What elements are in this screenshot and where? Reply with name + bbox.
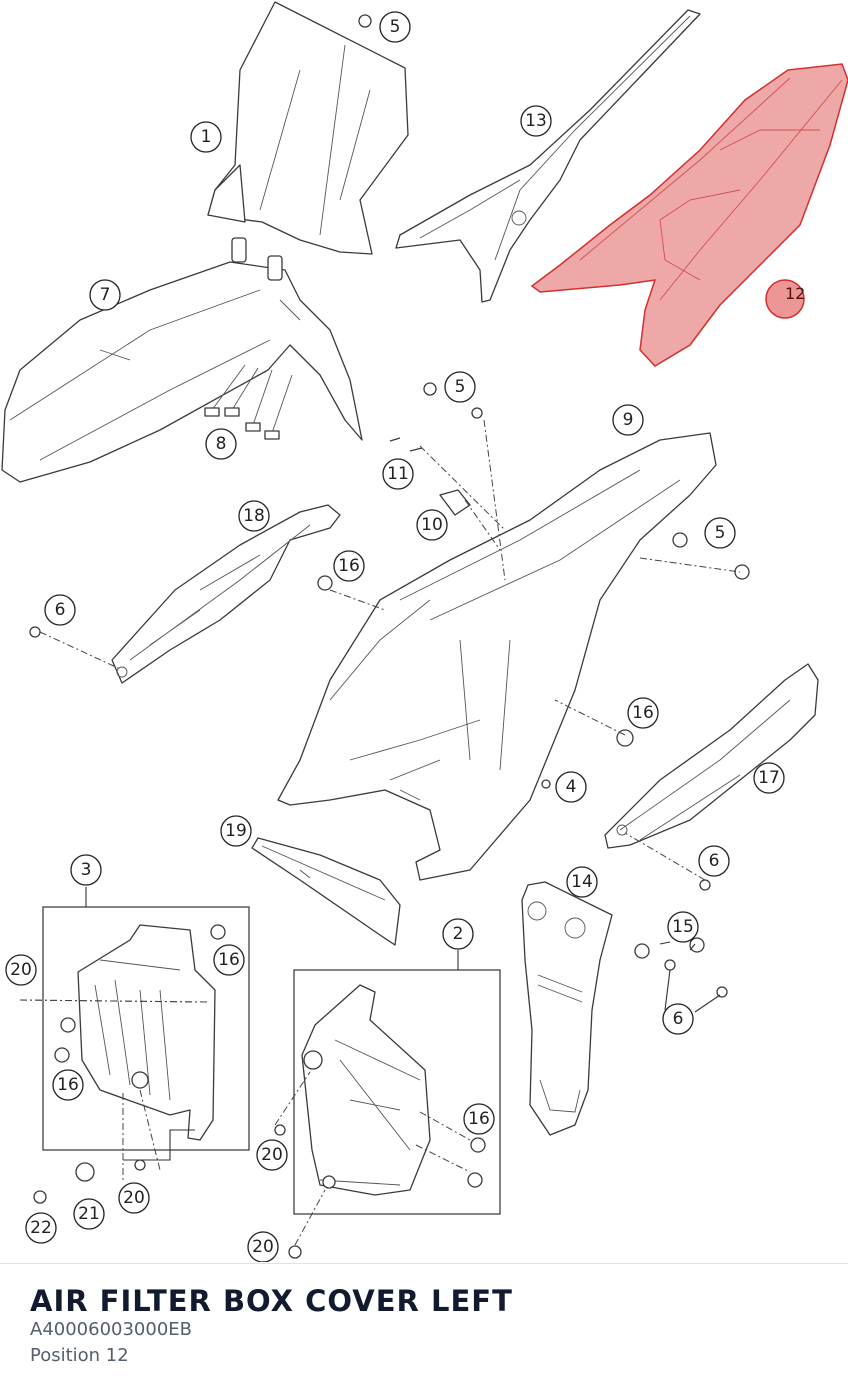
callout-2[interactable]: 2	[442, 918, 474, 950]
frame-part-2	[293, 969, 501, 1215]
part-info-panel: AIR FILTER BOX COVER LEFT A40006003000EB…	[0, 1263, 848, 1391]
svg-text:18: 18	[243, 506, 265, 526]
svg-text:13: 13	[525, 111, 547, 131]
svg-text:1: 1	[201, 127, 212, 147]
svg-text:15: 15	[672, 917, 694, 937]
svg-text:4: 4	[566, 777, 577, 797]
svg-text:5: 5	[390, 17, 401, 37]
part-number-plate[interactable]	[207, 1, 409, 255]
part-air-filter-box-inner[interactable]	[301, 984, 431, 1196]
svg-text:3: 3	[81, 860, 92, 880]
svg-text:16: 16	[338, 556, 360, 576]
callout-4[interactable]: 4	[555, 771, 587, 803]
callout-11[interactable]: 11	[382, 458, 414, 490]
part-rear-fender[interactable]	[277, 432, 717, 881]
parts-diagram: 12	[1, 1, 848, 1262]
callout-7[interactable]: 7	[89, 279, 121, 311]
part-rear-frame-cover-left[interactable]	[111, 504, 341, 684]
callout-18[interactable]: 18	[238, 500, 270, 532]
part-rear-fender-insert[interactable]	[251, 837, 401, 946]
part-number: A40006003000EB	[30, 1319, 193, 1340]
callout-16[interactable]: 16	[213, 944, 245, 976]
svg-text:20: 20	[10, 960, 32, 980]
callout-5[interactable]: 5	[444, 371, 476, 403]
callout-9[interactable]: 9	[612, 404, 644, 436]
svg-text:14: 14	[571, 872, 593, 892]
callout-1[interactable]: 1	[190, 121, 222, 153]
svg-text:16: 16	[468, 1109, 490, 1129]
callout-15[interactable]: 15	[667, 911, 699, 943]
part-side-panel-right[interactable]	[395, 9, 701, 303]
callout-20[interactable]: 20	[118, 1182, 150, 1214]
callout-8[interactable]: 8	[205, 428, 237, 460]
svg-text:8: 8	[216, 434, 227, 454]
callout-3[interactable]: 3	[70, 854, 102, 886]
callout-12[interactable]: 12	[765, 279, 805, 319]
callout-10[interactable]: 10	[416, 509, 448, 541]
part-air-filter-box[interactable]	[54, 924, 226, 1141]
svg-text:12: 12	[785, 284, 805, 303]
svg-text:16: 16	[632, 703, 654, 723]
part-mud-flap[interactable]	[521, 881, 613, 1136]
hardware-grommets	[29, 14, 750, 1259]
svg-text:11: 11	[387, 464, 409, 484]
part-fender-bolts[interactable]	[204, 364, 293, 440]
callout-17[interactable]: 17	[753, 762, 785, 794]
svg-text:16: 16	[57, 1075, 79, 1095]
callout-16[interactable]: 16	[627, 697, 659, 729]
svg-text:2: 2	[453, 924, 464, 944]
callout-20[interactable]: 20	[5, 954, 37, 986]
svg-text:21: 21	[78, 1204, 100, 1224]
svg-text:20: 20	[252, 1237, 274, 1257]
callout-20[interactable]: 20	[256, 1139, 288, 1171]
svg-text:6: 6	[55, 600, 66, 620]
part-front-fender[interactable]	[1, 237, 363, 483]
part-title: AIR FILTER BOX COVER LEFT	[30, 1284, 513, 1318]
callout-16[interactable]: 16	[463, 1103, 495, 1135]
part-rear-frame-cover-right[interactable]	[604, 663, 819, 849]
callout-6[interactable]: 6	[44, 594, 76, 626]
svg-text:20: 20	[123, 1188, 145, 1208]
svg-text:17: 17	[758, 768, 780, 788]
callout-6[interactable]: 6	[698, 845, 730, 877]
callout-13[interactable]: 13	[520, 105, 552, 137]
callout-6[interactable]: 6	[662, 1003, 694, 1035]
callout-14[interactable]: 14	[566, 866, 598, 898]
callout-20[interactable]: 20	[247, 1231, 279, 1262]
callout-16[interactable]: 16	[52, 1069, 84, 1101]
svg-text:7: 7	[100, 285, 111, 305]
svg-text:9: 9	[623, 410, 634, 430]
callout-19[interactable]: 19	[220, 815, 252, 847]
callout-5[interactable]: 5	[704, 517, 736, 549]
callout-5[interactable]: 5	[379, 11, 411, 43]
svg-text:6: 6	[673, 1009, 684, 1029]
part-air-filter-box-cover-left[interactable]	[530, 63, 848, 367]
svg-text:5: 5	[715, 523, 726, 543]
callout-22[interactable]: 22	[25, 1212, 57, 1244]
svg-text:10: 10	[421, 515, 443, 535]
svg-text:22: 22	[30, 1218, 52, 1238]
callout-16[interactable]: 16	[333, 550, 365, 582]
frame-part-3	[42, 906, 250, 1151]
svg-text:6: 6	[709, 851, 720, 871]
callout-21[interactable]: 21	[73, 1198, 105, 1230]
svg-text:5: 5	[455, 377, 466, 397]
svg-text:16: 16	[218, 950, 240, 970]
svg-text:20: 20	[261, 1145, 283, 1165]
part-position: Position 12	[30, 1345, 129, 1366]
svg-text:19: 19	[225, 821, 247, 841]
